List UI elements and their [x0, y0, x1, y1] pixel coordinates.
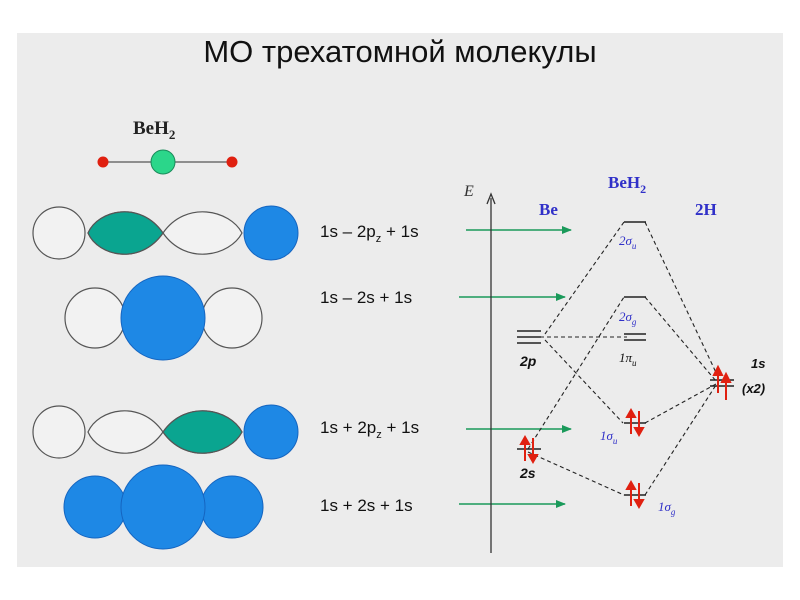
column-header-2h: 2H: [695, 200, 717, 219]
combination-label-2: 1s – 2s + 1s: [320, 288, 412, 307]
energy-axis-label: E: [463, 183, 474, 200]
page-title: МО трехатомной молекулы: [203, 34, 597, 69]
mo-label-1sigma-g: 1σg: [658, 499, 676, 517]
be-2p-level: [517, 330, 541, 344]
orbital-row-2: [64, 275, 263, 361]
mo-1sigma-u-electrons: [625, 407, 645, 438]
beryllium-atom: [150, 149, 176, 175]
hydrogen-atom-right: [226, 156, 238, 168]
mo-label-2sigma-u: 2σu: [619, 233, 637, 251]
molecule-label: BeH2: [133, 118, 175, 142]
p-lobe-filled: [162, 410, 243, 454]
orbital-row-3: [32, 404, 299, 460]
p-lobe-filled: [87, 211, 164, 255]
hydrogen-atom-left: [97, 156, 109, 168]
energy-axis-arrow: [486, 192, 496, 205]
mo-label-1sigma-u: 1σu: [600, 428, 618, 446]
mo-label-2sigma-g: 2σg: [619, 309, 637, 327]
orbital-row-1: [32, 205, 299, 261]
h-1s-count: (x2): [742, 381, 765, 396]
molecule-base: BeH: [133, 118, 169, 139]
combination-label-4: 1s + 2s + 1s: [320, 496, 413, 515]
be-2p-label: 2p: [519, 353, 537, 369]
combination-label-3: 1s + 2pz + 1s: [320, 418, 419, 441]
be-2s-label: 2s: [519, 465, 536, 481]
correlation-lines: [527, 221, 721, 496]
mo-label-1pi-u: 1πu: [619, 350, 637, 368]
h-1s-label: 1s: [751, 356, 765, 371]
column-header-be: Be: [539, 200, 558, 219]
column-header-beh2: BeH2: [608, 173, 646, 196]
orbital-row-4: [63, 464, 264, 550]
combination-label-1: 1s – 2pz + 1s: [320, 222, 419, 245]
be-2s-electrons: [519, 434, 539, 465]
h-1s-electrons: [712, 364, 732, 400]
mo-1sigma-g-electrons: [625, 479, 645, 510]
molecule-sub: 2: [169, 127, 176, 142]
mo-level-1pi-u: [624, 333, 646, 341]
molecule-model: [97, 149, 238, 175]
